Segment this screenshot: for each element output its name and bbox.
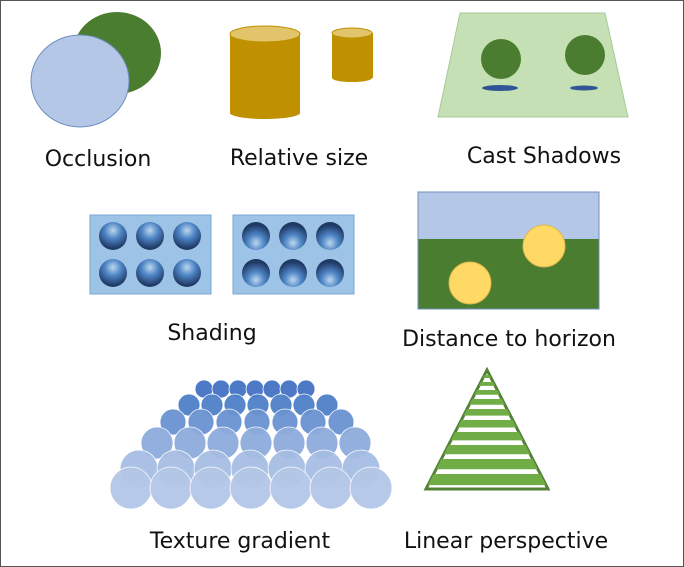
- large-cylinder-top: [229, 25, 301, 43]
- perspective-band: [482, 375, 492, 378]
- convex-sphere: [136, 222, 164, 250]
- small-cylinder-top: [331, 27, 373, 39]
- concave-sphere: [316, 259, 344, 287]
- perspective-band: [478, 382, 496, 386]
- perspective-band: [469, 399, 505, 405]
- concave-sphere: [279, 259, 307, 287]
- label-distance-to-horizon: Distance to horizon: [402, 327, 616, 352]
- convex-spheres: [99, 222, 201, 287]
- texture-gradient-illustration: [109, 379, 393, 510]
- texture-disc: [315, 393, 339, 417]
- label-occlusion: Occlusion: [44, 147, 152, 172]
- relative-size-illustration: [229, 25, 373, 119]
- texture-disc: [189, 466, 233, 510]
- texture-disc: [309, 466, 353, 510]
- convex-sphere: [173, 259, 201, 287]
- perspective-triangle: [423, 366, 551, 491]
- label-texture-gradient: Texture gradient: [149, 529, 331, 554]
- linear-perspective-illustration: [423, 366, 551, 491]
- label-linear-perspective: Linear perspective: [403, 529, 609, 554]
- far-sphere: [522, 224, 566, 268]
- perspective-band: [450, 432, 524, 441]
- label-relative-size: Relative size: [229, 146, 369, 171]
- sky: [418, 192, 599, 239]
- texture-disc: [229, 466, 273, 510]
- perspective-band: [427, 474, 547, 486]
- perspective-band: [474, 390, 500, 395]
- convex-sphere: [173, 222, 201, 250]
- occlusion-illustration: [30, 12, 161, 128]
- perspective-band: [436, 459, 538, 470]
- near-sphere: [448, 261, 492, 305]
- ground: [418, 239, 599, 309]
- large-cylinder-body: [230, 34, 300, 113]
- convex-sphere: [136, 259, 164, 287]
- concave-sphere: [242, 259, 270, 287]
- small-cylinder-body: [332, 33, 373, 78]
- distance-to-horizon-illustration: [417, 191, 600, 310]
- perspective-band: [463, 409, 511, 416]
- small-cylinder-bottom: [332, 74, 372, 82]
- texture-disc: [109, 466, 153, 510]
- occluding-blue-circle: [30, 34, 130, 128]
- shadow-left: [482, 85, 518, 91]
- scene-frame: [417, 191, 600, 310]
- concave-sphere: [242, 222, 270, 250]
- label-cast-shadows: Cast Shadows: [466, 144, 622, 169]
- concave-sphere: [316, 222, 344, 250]
- texture-disc: [159, 408, 187, 436]
- perspective-band: [443, 445, 531, 455]
- convex-sphere: [99, 259, 127, 287]
- floating-sphere-left: [481, 39, 521, 79]
- convex-sphere: [99, 222, 127, 250]
- concave-sphere: [279, 222, 307, 250]
- shadow-right: [570, 85, 598, 91]
- texture-disc: [149, 466, 193, 510]
- perspective-band: [457, 420, 517, 428]
- texture-disc: [269, 466, 313, 510]
- shading-illustration: [89, 214, 355, 295]
- label-shading: Shading: [167, 321, 257, 346]
- floating-sphere-right: [565, 35, 605, 75]
- texture-disc: [140, 426, 174, 460]
- large-cylinder-bottom: [230, 107, 300, 119]
- cast-shadows-illustration: [437, 12, 629, 118]
- texture-disc: [349, 466, 393, 510]
- concave-spheres: [242, 222, 344, 287]
